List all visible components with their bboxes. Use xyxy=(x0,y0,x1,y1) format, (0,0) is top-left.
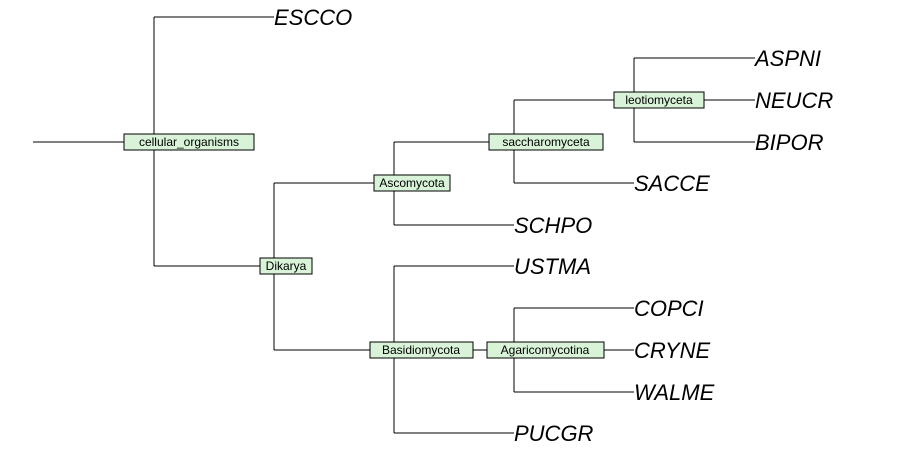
leaf-ustma: USTMA xyxy=(514,254,591,279)
node-box xyxy=(613,91,705,109)
node-box xyxy=(488,133,604,151)
node-ascomycota[interactable]: Ascomycota xyxy=(373,174,451,192)
node-box xyxy=(486,341,605,359)
node-box xyxy=(369,341,474,359)
node-label: Dikarya xyxy=(266,259,307,273)
node-label: Basidiomycota xyxy=(382,343,460,357)
node-label: Ascomycota xyxy=(379,176,445,190)
leaf-neucr: NEUCR xyxy=(755,88,833,113)
node-box xyxy=(123,133,255,151)
node-label: leotiomyceta xyxy=(625,93,693,107)
node-cellular-organisms[interactable]: cellular_organisms xyxy=(123,133,255,151)
node-label: saccharomyceta xyxy=(502,135,590,149)
node-leotiomyceta[interactable]: leotiomyceta xyxy=(613,91,705,109)
leaf-aspni: ASPNI xyxy=(753,46,821,71)
leaf-bipor: BIPOR xyxy=(755,130,824,155)
node-label: Agaricomycotina xyxy=(501,343,590,357)
leaf-copci: COPCI xyxy=(634,296,704,321)
leaf-sacce: SACCE xyxy=(634,171,710,196)
leaf-walme: WALME xyxy=(634,380,715,405)
leaf-pucgr: PUCGR xyxy=(514,421,594,446)
leaf-cryne: CRYNE xyxy=(634,338,711,363)
node-saccharomyceta[interactable]: saccharomyceta xyxy=(488,133,604,151)
node-box xyxy=(259,257,313,275)
node-label: cellular_organisms xyxy=(139,135,239,149)
node-box xyxy=(373,174,451,192)
leaf-escco: ESCCO xyxy=(274,5,352,30)
leaf-schpo: SCHPO xyxy=(514,213,592,238)
node-agaricomycotina[interactable]: Agaricomycotina xyxy=(486,341,605,359)
node-dikarya[interactable]: Dikarya xyxy=(259,257,313,275)
node-basidiomycota[interactable]: Basidiomycota xyxy=(369,341,474,359)
